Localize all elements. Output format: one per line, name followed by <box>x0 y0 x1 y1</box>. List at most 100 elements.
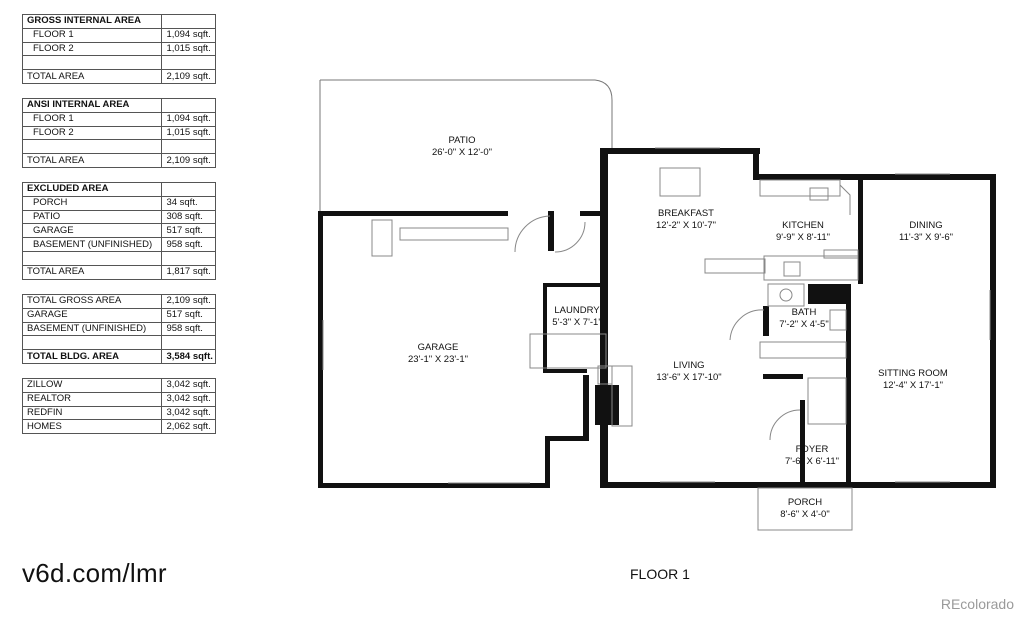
row-label <box>21 55 163 71</box>
row-label <box>21 335 163 351</box>
table-header: EXCLUDED AREA <box>21 182 216 197</box>
row-value: 2,109 sqft. <box>161 69 216 84</box>
row-label: FLOOR 2 <box>21 125 163 141</box>
table-header-label: EXCLUDED AREA <box>21 182 163 197</box>
table-header-value <box>161 98 216 113</box>
room-name-patio: PATIO <box>448 135 475 146</box>
walls <box>318 148 996 488</box>
room-dimensions-laundry: 5'-3" X 7'-1" <box>552 317 601 328</box>
row-value: 1,094 sqft. <box>161 27 216 43</box>
row-label: TOTAL AREA <box>21 153 163 168</box>
room-name-porch: PORCH <box>788 497 822 508</box>
room-name-garage: GARAGE <box>418 342 459 353</box>
row-value: 1,015 sqft. <box>161 125 216 141</box>
row-value: 1,817 sqft. <box>161 264 216 280</box>
row-label: TOTAL AREA <box>21 69 163 84</box>
row-value: 958 sqft. <box>161 321 216 337</box>
room-dimensions-porch: 8'-6" X 4'-0" <box>780 509 829 520</box>
row-value <box>161 139 216 155</box>
table-header: ANSI INTERNAL AREA <box>21 98 216 113</box>
table-row: BASEMENT (UNFINISHED)958 sqft. <box>21 321 216 337</box>
row-value: 1,094 sqft. <box>161 111 216 127</box>
room-dimensions-foyer: 7'-6" X 6'-11" <box>785 456 839 467</box>
floor-label: FLOOR 1 <box>630 566 690 582</box>
room-name-breakfast: BREAKFAST <box>658 208 714 219</box>
watermark: REcolorado <box>940 596 1014 612</box>
row-value: 958 sqft. <box>161 237 216 252</box>
website-url: v6d.com/lmr <box>22 558 167 588</box>
room-dimensions-kitchen: 9'-9" X 8'-11" <box>776 232 830 243</box>
row-value: 2,109 sqft. <box>161 153 216 168</box>
row-label: ZILLOW <box>21 378 163 393</box>
row-value <box>161 250 216 266</box>
row-label: REALTOR <box>21 391 163 407</box>
room-name-foyer: FOYER <box>796 444 829 455</box>
room-name-sitting: SITTING ROOM <box>878 368 948 379</box>
room-dimensions-patio: 26'-0" X 12'-0" <box>432 147 492 158</box>
room-name-bath: BATH <box>792 307 817 318</box>
row-value: 1,015 sqft. <box>161 41 216 57</box>
row-label <box>21 250 163 266</box>
room-dimensions-sitting: 12'-4" X 17'-1" <box>883 380 943 391</box>
row-value: 3,042 sqft. <box>161 405 216 421</box>
row-value: 3,042 sqft. <box>161 378 216 393</box>
table-row <box>21 335 216 351</box>
row-label: HOMES <box>21 419 163 435</box>
row-value: 3,042 sqft. <box>161 391 216 407</box>
row-label: REDFIN <box>21 405 163 421</box>
row-label: TOTAL AREA <box>21 264 163 280</box>
row-label: FLOOR 2 <box>21 41 163 57</box>
row-label: BASEMENT (UNFINISHED) <box>21 237 163 252</box>
table-row <box>21 250 216 266</box>
room-dimensions-bath: 7'-2" X 4'-5" <box>779 319 828 330</box>
patio-outline <box>319 79 613 215</box>
room-name-dining: DINING <box>909 220 942 231</box>
table-header-value <box>161 14 216 29</box>
room-name-laundry: LAUNDRY <box>554 305 600 316</box>
table-row <box>21 55 216 71</box>
row-value: 2,109 sqft. <box>161 294 216 309</box>
row-value: 3,584 sqft. <box>161 349 216 364</box>
row-label: BASEMENT (UNFINISHED) <box>21 321 163 337</box>
row-label: FLOOR 1 <box>21 27 163 43</box>
table-row: BASEMENT (UNFINISHED)958 sqft. <box>21 237 216 252</box>
room-dimensions-living: 13'-6" X 17'-10" <box>656 372 721 383</box>
row-value: 517 sqft. <box>161 307 216 323</box>
row-value <box>161 55 216 71</box>
row-label: GARAGE <box>21 223 163 239</box>
row-value <box>161 335 216 351</box>
row-value: 34 sqft. <box>161 195 216 211</box>
room-dimensions-garage: 23'-1" X 23'-1" <box>408 354 468 365</box>
table-header: GROSS INTERNAL AREA <box>21 14 216 29</box>
room-name-kitchen: KITCHEN <box>782 220 824 231</box>
row-label: PATIO <box>21 209 163 225</box>
table-header-label: GROSS INTERNAL AREA <box>21 14 163 29</box>
table-row <box>21 139 216 155</box>
row-value: 2,062 sqft. <box>161 419 216 435</box>
row-label: TOTAL BLDG. AREA <box>21 349 163 364</box>
row-value: 517 sqft. <box>161 223 216 239</box>
table-header-label: ANSI INTERNAL AREA <box>21 98 163 113</box>
row-label: PORCH <box>21 195 163 211</box>
